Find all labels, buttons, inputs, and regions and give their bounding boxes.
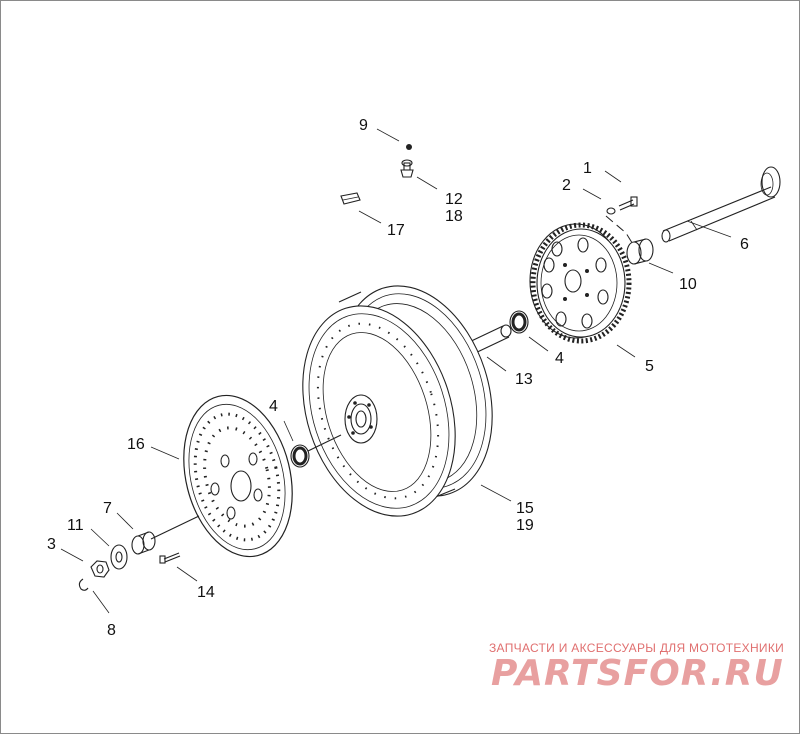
axle-spacer	[131, 515, 200, 555]
callout-12: 12	[445, 191, 463, 208]
retaining-clip	[78, 578, 89, 591]
bearing-left	[290, 434, 342, 468]
callout-9: 9	[359, 117, 368, 134]
watermark-tagline: ЗАПЧАСТИ И АКСЕССУАРЫ ДЛЯ МОТОТЕХНИКИ	[489, 641, 785, 655]
callout-17: 17	[387, 222, 405, 239]
callout-11: 11	[67, 517, 84, 534]
callout-18: 18	[445, 208, 463, 225]
callout-16: 16	[127, 436, 145, 453]
callout-4-left: 4	[269, 398, 278, 415]
callout-10: 10	[679, 276, 697, 293]
brake-disc	[183, 394, 293, 558]
callout-15: 15	[516, 500, 534, 517]
balance-weight	[340, 192, 361, 205]
callout-7: 7	[103, 500, 112, 517]
callout-19: 19	[516, 517, 534, 534]
washer	[110, 544, 128, 570]
callout-4-right: 4	[555, 350, 564, 367]
leader-lines	[60, 128, 732, 614]
spacer	[626, 238, 654, 265]
callout-8: 8	[107, 622, 116, 639]
callout-1: 1	[583, 160, 592, 177]
callout-3: 3	[47, 536, 56, 553]
axle	[661, 166, 781, 243]
wheel	[302, 285, 493, 517]
callout-13: 13	[515, 371, 533, 388]
callout-labels: 1 2 3 4 4 5 6 7 8 9 10 11 12 13 14 15 16…	[47, 117, 749, 639]
callout-2: 2	[562, 177, 571, 194]
watermark-logo: PARTSFOR.RU	[491, 653, 784, 694]
bolt-and-washer	[605, 196, 638, 247]
bearing-right	[509, 310, 529, 334]
sprocket	[529, 222, 632, 344]
callout-14: 14	[197, 584, 215, 601]
screw	[159, 552, 181, 564]
callout-6: 6	[740, 236, 749, 253]
callout-5: 5	[645, 358, 654, 375]
axle-nut	[90, 560, 110, 578]
valve-stem	[400, 144, 414, 178]
